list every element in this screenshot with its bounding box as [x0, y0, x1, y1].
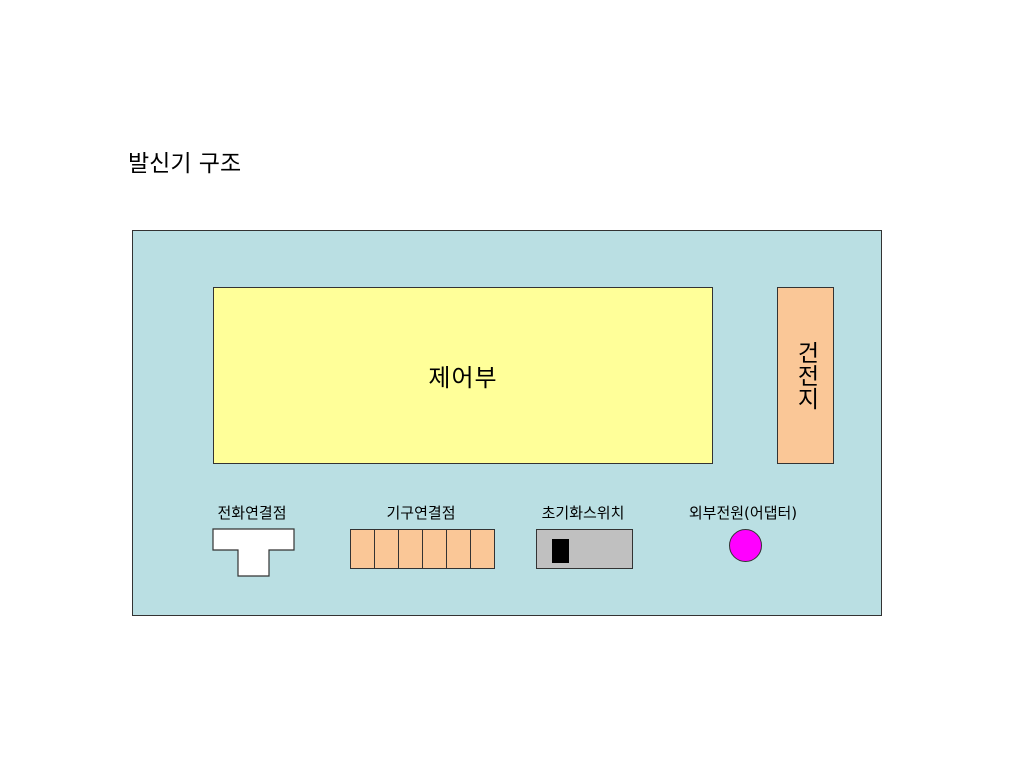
device-connector-label: 기구연결점 — [386, 504, 456, 522]
connector-pin — [422, 529, 446, 569]
page-title: 발신기 구조 — [128, 151, 242, 177]
external-power-jack — [729, 529, 762, 562]
connector-pin — [350, 529, 374, 569]
device-connector — [350, 529, 495, 569]
phone-connector-shape — [212, 528, 295, 577]
connector-pin — [446, 529, 470, 569]
connector-pin — [398, 529, 422, 569]
connector-pin — [470, 529, 495, 569]
reset-switch-label: 초기화스위치 — [541, 504, 625, 522]
control-unit-label: 제어부 — [428, 364, 498, 392]
reset-switch — [536, 529, 633, 569]
connector-pin — [374, 529, 398, 569]
battery-label: 건전지 — [792, 341, 819, 410]
control-unit: 제어부 — [213, 287, 713, 464]
battery: 건전지 — [777, 287, 834, 464]
phone-connector-label: 전화연결점 — [217, 504, 287, 522]
reset-switch-knob — [552, 539, 569, 563]
external-power-label: 외부전원(어댑터) — [688, 504, 798, 522]
phone-connector — [212, 528, 295, 577]
